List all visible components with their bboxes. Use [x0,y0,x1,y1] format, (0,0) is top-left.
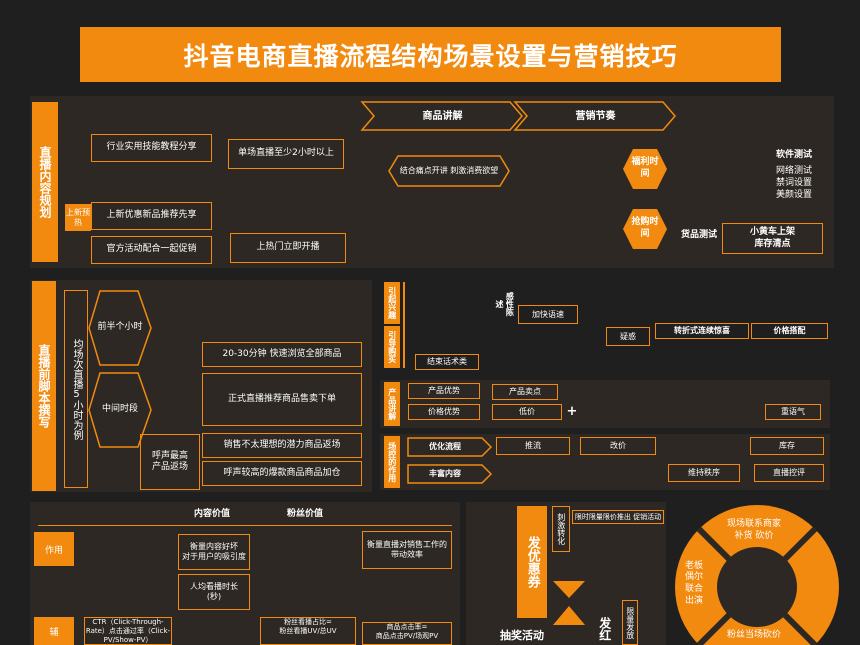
content-planning-label: 直播内容规划 [32,102,58,262]
rich-content-label: 丰富内容 [429,468,461,478]
lottery-label: 抽奖活动 [500,629,544,643]
change-price-box: 改价 [580,437,656,455]
doubt-box: 疑惑 [606,327,650,346]
software-test-title: 软件测试 [775,150,812,161]
page-title: 抖音电商直播流程结构场景设置与营销技巧 [80,27,781,82]
limit-vertical-label: 限量发放 [622,600,638,645]
software-test-item: 禁词设置 [775,178,812,189]
reuse-box: 重语气 [765,404,821,420]
control-panel [380,434,830,490]
price-match-box: 价格搭配 [751,323,828,339]
ctr-box: CTR（Click-Through-Rate）点击通过率（Click-PV/Sh… [84,617,172,645]
example-label: 均场次直播5小时为例 [64,290,88,488]
price-advantage-box: 价格优势 [408,404,480,420]
wheel-graphic [675,505,839,645]
plus-sign: + [566,403,578,419]
speed-box: 加快语速 [518,305,578,324]
wheel-left-text: 老板 偶尔 联合 出演 [684,560,703,606]
wheel-top-text: 现场联系商家 补货 砍价 [726,519,781,541]
rush-time-hexagon [623,209,667,249]
discount-review-box: 转折式连续惊喜 [655,323,749,339]
welfare-time-label: 福利时间 [631,157,659,179]
control-label: 场控的作用 [384,436,400,488]
inventory-box: 库存 [750,437,824,455]
product-advantage-box: 产品优势 [408,383,480,399]
product-explain-label: 产品讲解 [384,382,400,426]
software-test-item: 网络测试 [775,166,812,177]
planning-box-duration: 单场直播至少2小时以上 [228,139,344,169]
product-click-box: 商品点击率= 商品点击PV/场观PV [362,622,452,645]
planning-box-hot: 上热门立即开播 [230,233,346,263]
perceptual-label: 感性陈述 [495,292,515,316]
script-box-browse: 20-30分钟 快速浏览全部商品 [202,342,362,367]
content-planning-panel [30,96,834,268]
planning-box-official: 官方活动配合一起促销 [91,236,212,264]
product-explain-arrow-label: 商品讲解 [422,110,463,122]
script-box-return: 销售不太理想的潜力商品返场 [202,433,362,458]
metrics-divider [38,525,452,526]
push-flow-box: 推流 [496,437,570,455]
row-bottom-label: 辅 [34,617,74,645]
fans-ratio-box: 粉丝看播占比= 粉丝看播UV/总UV [260,617,356,645]
optimize-arrow [407,437,493,457]
shout-box: 呼声最高 产品返场 [140,434,200,490]
marketing-rhythm-arrow [513,101,676,131]
script-writing-label: 直播前脚本撰写 [32,281,56,491]
interest-label: 引起兴趣 [384,282,400,324]
hourglass-shape [553,581,585,625]
selling-point-hexagon [388,155,510,187]
low-price-box: 低价 [492,404,562,420]
optimize-label: 优化流程 [429,441,461,451]
sales-desc-box: 衡量直播对销售工作的 带动效率 [362,531,452,569]
avg-watch-box: 人均看播时长 (秒) [178,574,250,610]
cart-inventory-box: 小黄车上架 库存清点 [722,223,823,254]
col-fans-value: 粉丝价值 [286,509,323,520]
red-packet-label: 发红 [597,616,612,641]
middle-label: 中间时段 [101,404,138,415]
middle-hexagon [88,372,152,448]
limited-promo-box: 限时限量限价推出 促销活动 [572,510,664,524]
software-test-item: 美颜设置 [775,190,812,201]
script-box-recommend: 正式直播推荐商品售卖下单 [202,373,362,426]
guide-label: 引导购买 [384,326,400,368]
planning-box-tutorial: 行业实用技能教程分享 [91,134,212,162]
live-control-box: 直播控评 [754,464,824,482]
welfare-time-hexagon [623,149,667,189]
planning-box-new-product: 上新优惠新品推荐先享 [91,202,212,230]
script-connector [403,282,405,368]
coupon-title: 发优惠券 [517,506,547,618]
warmup-tag: 上新预热 [65,204,91,231]
row-effect-label: 作用 [34,532,74,566]
product-selling-box: 产品卖点 [492,384,558,400]
rich-content-arrow [407,464,493,484]
goods-test-label: 货品测试 [680,230,717,241]
end-talk-box: 结束话术类 [415,354,479,370]
first-half-label: 前半个小时 [97,322,143,333]
maintain-order-box: 维持秩序 [668,464,740,482]
product-explain-arrow [360,101,523,131]
wheel-bottom-text: 粉丝当场砍价 [726,630,781,641]
first-half-hexagon [88,290,152,366]
content-desc-box: 衡量内容好坏 对于用户的吸引度 [178,534,250,570]
rush-time-label: 抢购时间 [631,217,659,239]
script-box-restock: 呼声较高的爆款商品商品加仓 [202,461,362,486]
selling-point-text: 结合痛点开讲 刺激消费欲望 [399,165,499,175]
stimulate-label: 刺激转化 [552,506,570,552]
marketing-rhythm-arrow-label: 营销节奏 [575,110,616,122]
col-content-value: 内容价值 [193,509,230,520]
